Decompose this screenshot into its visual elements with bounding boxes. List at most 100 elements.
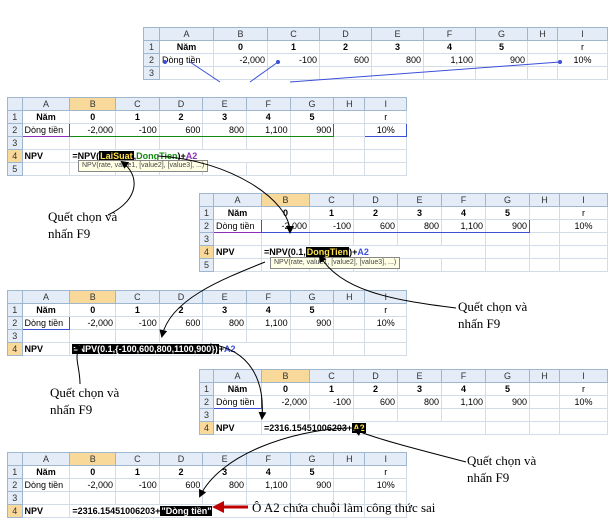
- cell-year-3[interactable]: 3: [202, 465, 247, 479]
- col-header-d[interactable]: D: [353, 369, 398, 383]
- cell-empty[interactable]: [364, 149, 407, 163]
- col-header-f[interactable]: F: [423, 27, 476, 41]
- cell-flow-5[interactable]: 900: [485, 219, 530, 233]
- col-header-i[interactable]: I: [559, 369, 608, 383]
- row-header-2[interactable]: 2: [7, 478, 23, 492]
- col-header-h[interactable]: H: [333, 97, 366, 111]
- cell-year-2[interactable]: 2: [353, 206, 398, 220]
- cell-empty[interactable]: [529, 232, 560, 246]
- cell-empty[interactable]: [159, 66, 214, 80]
- cell-npv-label[interactable]: NPV: [21, 504, 71, 518]
- cell-r-label[interactable]: r: [559, 206, 608, 220]
- col-header-c[interactable]: C: [115, 97, 160, 111]
- row-header-5[interactable]: 5: [7, 162, 23, 176]
- cell-dongtien[interactable]: Dòng tiền: [213, 219, 262, 233]
- cell-empty[interactable]: [364, 342, 407, 356]
- cell-year-2[interactable]: 2: [158, 110, 204, 124]
- col-header-a[interactable]: A: [21, 290, 71, 304]
- formula-string-selected[interactable]: "Dòng tiền": [160, 505, 213, 516]
- cell-year-4[interactable]: 4: [245, 110, 291, 124]
- cell-npv-label[interactable]: NPV: [21, 342, 71, 356]
- cell-flow-5[interactable]: 900: [289, 123, 335, 137]
- col-header-a[interactable]: A: [213, 193, 262, 207]
- col-header-f[interactable]: F: [245, 452, 291, 466]
- cell-r-value[interactable]: 10%: [364, 478, 407, 492]
- cell-empty[interactable]: [353, 408, 398, 422]
- cell-empty[interactable]: [364, 136, 407, 150]
- col-header-e[interactable]: E: [397, 193, 442, 207]
- cell-empty[interactable]: [333, 110, 366, 124]
- cell-empty[interactable]: [213, 408, 262, 422]
- cell-year-4[interactable]: 4: [245, 303, 291, 317]
- col-header-f[interactable]: F: [441, 193, 486, 207]
- cell-empty[interactable]: [364, 504, 407, 518]
- cell-empty[interactable]: [333, 303, 366, 317]
- row-header-3[interactable]: 3: [7, 329, 23, 343]
- cell-empty[interactable]: [309, 232, 354, 246]
- cell-year-1[interactable]: 1: [309, 206, 354, 220]
- formula-arg-dongtien[interactable]: DongTien: [305, 246, 350, 257]
- col-header-a[interactable]: A: [21, 97, 71, 111]
- corner-cell[interactable]: [7, 290, 23, 304]
- cell-nam[interactable]: Năm: [21, 110, 71, 124]
- cell-r-value[interactable]: 10%: [559, 219, 608, 233]
- row-header-3[interactable]: 3: [7, 491, 23, 505]
- cell-nam[interactable]: Năm: [159, 40, 214, 54]
- cell-year-5[interactable]: 5: [485, 382, 530, 396]
- cell-empty[interactable]: [245, 329, 291, 343]
- corner-cell[interactable]: [7, 452, 23, 466]
- cell-empty[interactable]: [115, 491, 160, 505]
- cell-empty[interactable]: [115, 136, 160, 150]
- cell-empty[interactable]: [289, 149, 335, 163]
- cell-flow-3[interactable]: 800: [202, 316, 247, 330]
- cell-flow-0[interactable]: -2,000: [261, 395, 310, 409]
- row-header-3[interactable]: 3: [143, 66, 160, 80]
- row-header-2[interactable]: 2: [7, 123, 23, 137]
- cell-empty[interactable]: [441, 408, 486, 422]
- cell-npv-label[interactable]: NPV: [213, 245, 262, 259]
- cell-flow-2[interactable]: 600: [319, 53, 372, 67]
- formula-selected-npv[interactable]: =NPV(0.1,{-100,600,800,1100,900}): [72, 343, 219, 354]
- cell-empty[interactable]: [289, 342, 335, 356]
- cell-empty[interactable]: [364, 162, 407, 176]
- cell-year-1[interactable]: 1: [115, 303, 160, 317]
- cell-empty[interactable]: [267, 66, 320, 80]
- row-header-2[interactable]: 2: [199, 395, 214, 409]
- cell-empty[interactable]: [485, 258, 530, 272]
- cell-empty[interactable]: [333, 329, 366, 343]
- cell-year-4[interactable]: 4: [441, 206, 486, 220]
- cell-nam[interactable]: Năm: [21, 303, 71, 317]
- col-header-g[interactable]: G: [485, 369, 530, 383]
- corner-cell[interactable]: [143, 27, 160, 41]
- col-header-e[interactable]: E: [202, 452, 247, 466]
- col-header-h[interactable]: H: [529, 369, 560, 383]
- col-header-b[interactable]: B: [213, 27, 268, 41]
- col-header-b[interactable]: B: [69, 97, 117, 111]
- cell-empty[interactable]: [289, 136, 335, 150]
- cell-r-label[interactable]: r: [364, 465, 407, 479]
- cell-empty[interactable]: [21, 491, 71, 505]
- col-header-c[interactable]: C: [115, 452, 160, 466]
- col-header-e[interactable]: E: [371, 27, 424, 41]
- cell-empty[interactable]: [397, 258, 442, 272]
- cell-flow-3[interactable]: 800: [202, 123, 247, 137]
- cell-empty[interactable]: [441, 258, 486, 272]
- col-header-g[interactable]: G: [485, 193, 530, 207]
- cell-year-1[interactable]: 1: [267, 40, 320, 54]
- cell-r-label[interactable]: r: [364, 110, 407, 124]
- cell-flow-0[interactable]: -2,000: [69, 478, 117, 492]
- cell-flow-0[interactable]: -2,000: [261, 219, 310, 233]
- formula-arg-dongtien[interactable]: DongTien: [136, 150, 178, 161]
- cell-flow-5[interactable]: 900: [289, 316, 335, 330]
- cell-year-3[interactable]: 3: [371, 40, 424, 54]
- cell-empty[interactable]: [245, 162, 291, 176]
- cell-year-1[interactable]: 1: [115, 110, 160, 124]
- cell-flow-2[interactable]: 600: [353, 219, 398, 233]
- cell-year-0[interactable]: 0: [261, 382, 310, 396]
- cell-r-value[interactable]: 10%: [559, 395, 608, 409]
- corner-cell[interactable]: [199, 369, 214, 383]
- cell-empty[interactable]: [213, 66, 268, 80]
- cell-empty[interactable]: [353, 232, 398, 246]
- cell-flow-4[interactable]: 1,100: [245, 478, 291, 492]
- col-header-b[interactable]: B: [261, 369, 310, 383]
